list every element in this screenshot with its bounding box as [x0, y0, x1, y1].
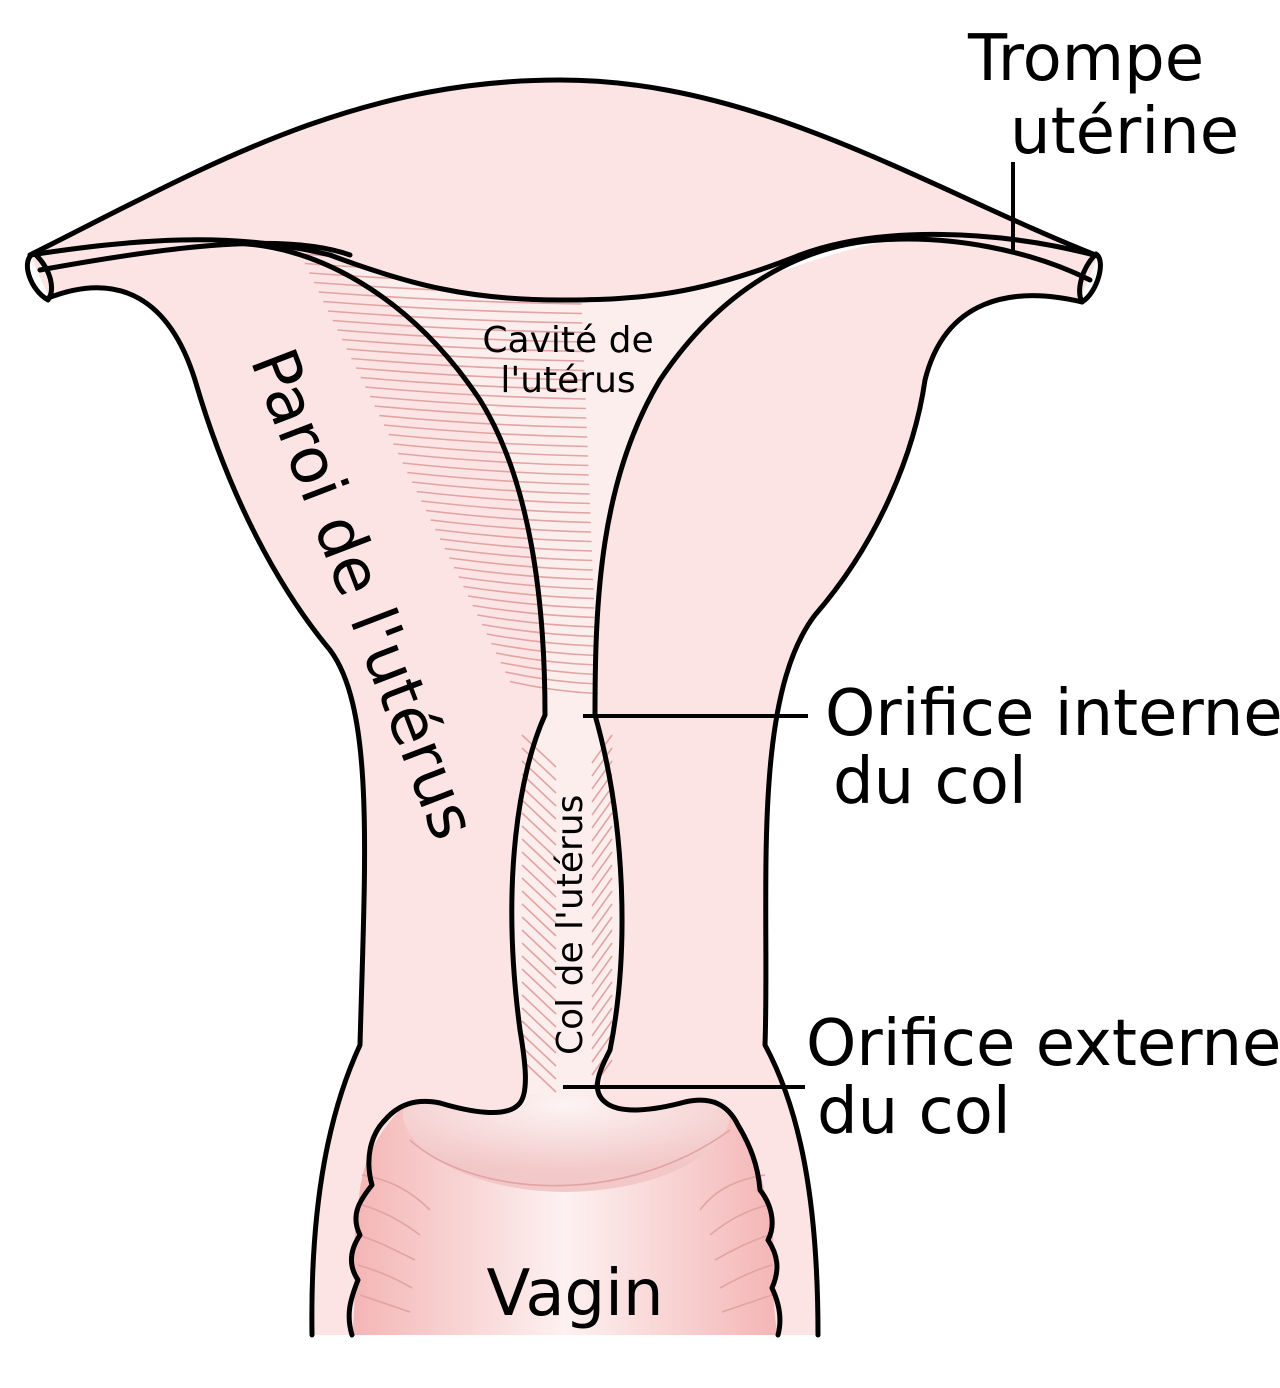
- cervix-hatch-line: [521, 786, 557, 820]
- cervix-hatch-line: [521, 1059, 557, 1093]
- striation-line: [355, 367, 585, 381]
- cervix-hatch-line: [521, 955, 557, 989]
- cervix-hatch-line: [591, 955, 613, 985]
- striation-line: [416, 490, 591, 505]
- cervix-hatch-line: [521, 851, 557, 885]
- label-vagin: Vagin: [487, 1257, 664, 1331]
- striation-line: [351, 357, 585, 372]
- cervix-hatch-line: [591, 968, 613, 998]
- cervix-hatch-line: [591, 838, 613, 868]
- uterine-cavity: [230, 240, 880, 1115]
- striation-line: [327, 310, 583, 324]
- striation-line: [463, 585, 595, 600]
- striation-line: [332, 319, 583, 334]
- cervix-hatch-line: [521, 838, 557, 872]
- label-cavite-line2: l'utérus: [500, 360, 635, 401]
- cervix-hatch-line: [591, 890, 613, 920]
- label-orifice-interne-line2: du col: [833, 745, 1027, 819]
- cervix-hatch-line: [521, 799, 557, 833]
- striation-line: [505, 671, 598, 685]
- striation-line: [323, 300, 583, 315]
- cervix-hatch-line: [591, 786, 613, 816]
- striation-line: [472, 604, 595, 619]
- striation-line: [346, 348, 585, 362]
- striation-line: [337, 329, 584, 343]
- label-trompe-line1: Trompe: [967, 22, 1204, 96]
- cervix-hatch-line: [591, 851, 613, 881]
- cervix-hatch-line: [521, 1020, 557, 1054]
- cervix-hatch-line: [591, 994, 613, 1024]
- striation-line: [425, 509, 591, 524]
- cervix-hatch-line: [521, 890, 557, 924]
- cervix-hatch-line: [521, 929, 557, 963]
- striation-line: [383, 424, 588, 438]
- striation-line: [374, 405, 587, 419]
- cervix-hatch-line: [591, 942, 613, 972]
- cervix-hatch-line: [521, 1007, 557, 1041]
- striation-line: [397, 452, 589, 467]
- striation-line: [430, 519, 592, 533]
- cervix-hatch-line: [521, 825, 557, 859]
- striation-line: [467, 595, 595, 609]
- cervix-hatch-line: [521, 981, 557, 1015]
- striation-line: [500, 661, 598, 676]
- outlines: [24, 77, 1103, 1338]
- cervix-hatch-line: [521, 1033, 557, 1067]
- cervix-hatch-line: [521, 734, 557, 768]
- cervix-hatch-line: [591, 929, 613, 959]
- fornix: [402, 1095, 731, 1192]
- striation-line: [458, 576, 594, 590]
- cervix-hatch-line: [521, 773, 557, 807]
- striation-line: [369, 395, 587, 410]
- cervix-hatch-line: [521, 747, 557, 781]
- cervix-hatch-line: [591, 1033, 613, 1063]
- label-trompe-line2: utérine: [1010, 95, 1239, 169]
- striation-line: [388, 433, 588, 448]
- cervix-hatch-line: [591, 1020, 613, 1050]
- cervix-hatch-line: [521, 994, 557, 1028]
- striation-line: [435, 528, 592, 543]
- striation-line: [393, 443, 589, 457]
- striation-line: [318, 291, 582, 305]
- striation-line: [411, 481, 590, 495]
- label-col: Col de l'utérus: [550, 795, 591, 1055]
- cervix-hatch-line: [591, 864, 613, 894]
- cervix-hatch-line: [591, 825, 613, 855]
- cervix-hatch-line: [591, 916, 613, 946]
- label-orifice-externe-line1: Orifice externe: [806, 1007, 1280, 1081]
- cervix-hatch-line: [591, 1007, 613, 1037]
- striation-line: [407, 471, 590, 486]
- cervix-hatch-line: [521, 942, 557, 976]
- cervix-hatch-line: [521, 968, 557, 1002]
- striation-line: [495, 652, 597, 666]
- striation-line: [341, 338, 584, 353]
- striation-line: [509, 680, 599, 695]
- leader-lines: [563, 162, 1015, 1089]
- label-cavite-line1: Cavité de: [482, 320, 653, 361]
- striation-line: [439, 538, 593, 552]
- label-orifice-interne-line1: Orifice interne: [825, 677, 1280, 751]
- cervix-hatch-line: [591, 903, 613, 933]
- cervix-hatch-line: [521, 877, 557, 911]
- cervix-hatch-line: [591, 799, 613, 829]
- cervix-hatch-line: [591, 981, 613, 1011]
- cervix-hatch-line: [521, 864, 557, 898]
- cervix-hatch-line: [591, 877, 613, 907]
- cervix-hatch-line: [591, 747, 613, 777]
- striation-line: [477, 614, 596, 628]
- label-orifice-externe-line2: du col: [817, 1075, 1011, 1149]
- striation-line: [444, 547, 593, 562]
- striation-line: [379, 414, 587, 429]
- striation-line: [453, 566, 594, 581]
- striation-line: [449, 557, 593, 571]
- striation-line: [421, 500, 591, 514]
- striation-line: [402, 462, 589, 476]
- striation-line: [481, 623, 596, 638]
- cervix-hatch-line: [521, 916, 557, 950]
- cervix-hatch-line: [521, 1046, 557, 1080]
- cervix-hatch-line: [591, 812, 613, 842]
- cervix-hatch-line: [521, 903, 557, 937]
- cervix-hatch-line: [521, 812, 557, 846]
